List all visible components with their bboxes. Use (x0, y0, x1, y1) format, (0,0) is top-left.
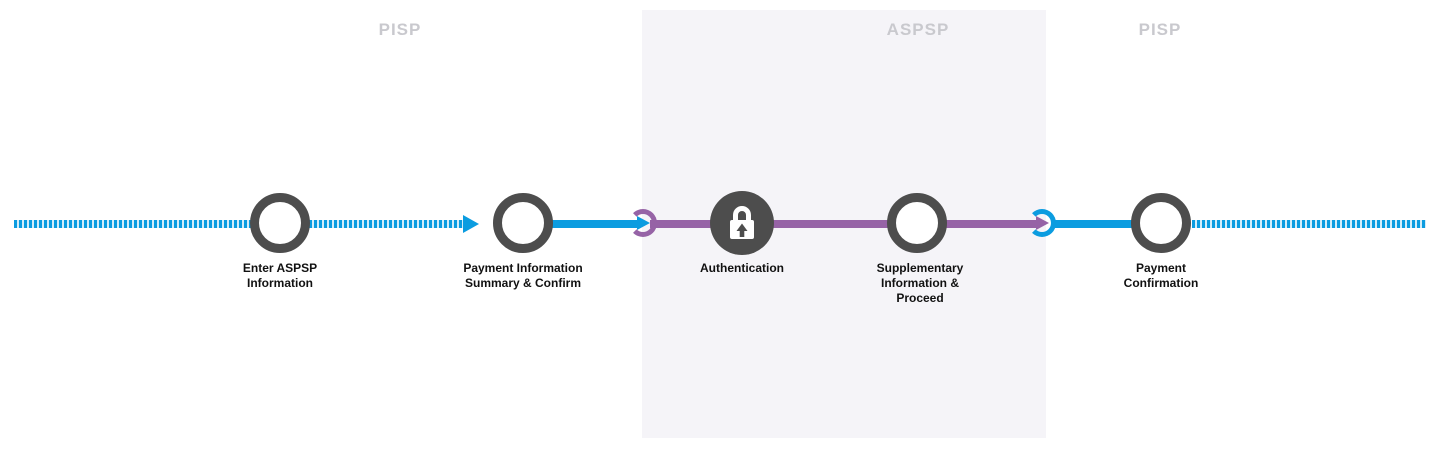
step-label-line: Payment Information (463, 261, 583, 275)
arrow-right-icon-purple-small (1036, 216, 1049, 230)
step-node-supplementary-information-proceed (887, 193, 947, 253)
step-label-line: Enter ASPSP (242, 261, 318, 275)
flow-dashed-line-step1-2 (309, 220, 463, 228)
step-label-line: Payment (1135, 261, 1187, 275)
step-label-line: Authentication (700, 261, 784, 275)
step-label-line: Supplementary (876, 261, 964, 275)
step-label-supplementary-information-proceed: Supplementary Information & Proceed (830, 261, 1010, 306)
step-label-enter-aspsp-information: Enter ASPSP Information (190, 261, 370, 291)
lane-label-aspsp: ASPSP (886, 20, 950, 39)
handoff-to-aspsp-marker (629, 209, 657, 237)
lock-icon (725, 204, 759, 242)
lane-label-pisp-left: PISP (378, 20, 422, 39)
flow-solid-line-aspsp-right (946, 220, 1036, 228)
arrow-right-icon-blue (463, 215, 479, 233)
step-label-line: Proceed (896, 291, 944, 305)
step-label-authentication: Authentication (652, 261, 832, 276)
flow-dashed-line-lead-out (1192, 220, 1426, 228)
step-label-line: Information & (881, 276, 959, 290)
step-node-payment-information-summary-confirm (493, 193, 553, 253)
step-node-payment-confirmation (1131, 193, 1191, 253)
step-node-enter-aspsp-information (250, 193, 310, 253)
step-label-payment-information-summary-confirm: Payment Information Summary & Confirm (433, 261, 613, 291)
lane-label-pisp-right: PISP (1138, 20, 1182, 39)
step-label-line: Information (247, 276, 313, 290)
step-label-payment-confirmation: Payment Confirmation (1071, 261, 1251, 291)
handoff-to-pisp-marker (1028, 209, 1056, 237)
flow-dashed-line-lead-in (14, 220, 252, 228)
step-label-line: Summary & Confirm (464, 276, 582, 290)
arrow-right-icon-blue-small (637, 216, 650, 230)
flow-solid-line-handoff-step5 (1053, 220, 1135, 228)
flow-solid-line-step2-handoff (550, 220, 640, 228)
step-node-authentication (710, 191, 774, 255)
step-label-line: Confirmation (1123, 276, 1199, 290)
